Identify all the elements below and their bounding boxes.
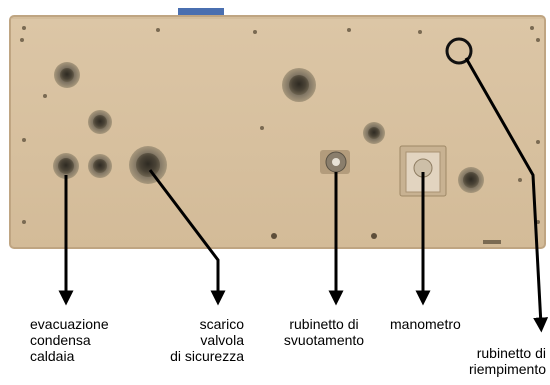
label-evacuazione-condensa: evacuazione condensa caldaia <box>30 316 109 364</box>
label-rubinetto-riempimento: rubinetto di riempimento <box>430 345 546 377</box>
label-scarico-valvola: scarico valvola di sicurezza <box>140 316 244 364</box>
central-fitting <box>282 68 316 102</box>
drain-tap <box>320 150 350 174</box>
safety-valve-drain <box>129 146 167 184</box>
label-rubinetto-svuotamento: rubinetto di svuotamento <box>264 316 384 348</box>
label-manometro: manometro <box>390 316 461 332</box>
